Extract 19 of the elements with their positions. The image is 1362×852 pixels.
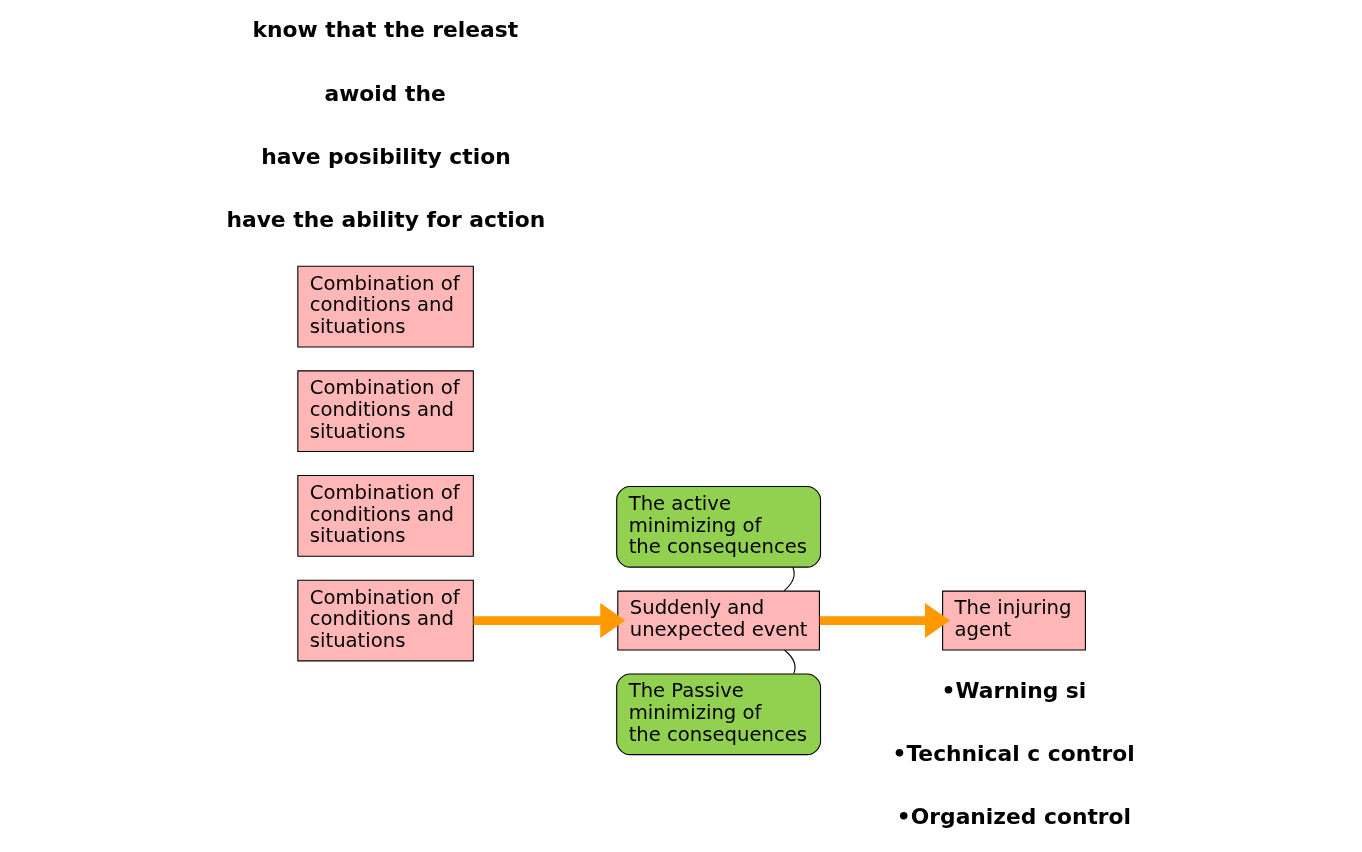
label: know that the releast bbox=[252, 16, 519, 42]
node-box: The active minimizing of the consequences bbox=[616, 485, 822, 568]
label: awoid the bbox=[324, 80, 446, 106]
label: have the ability for action bbox=[226, 206, 546, 232]
node-box: Suddenly and unexpected event bbox=[617, 590, 820, 650]
arrow bbox=[473, 602, 626, 638]
node-box: Combination of conditions and situations bbox=[297, 265, 474, 347]
node-box: Combination of conditions and situations bbox=[297, 474, 474, 557]
label: •Organized control bbox=[896, 803, 1132, 829]
label: •Warning si bbox=[941, 677, 1087, 703]
connector bbox=[783, 566, 795, 591]
label: have posibility ction bbox=[261, 143, 511, 169]
label: •Technical c control bbox=[892, 740, 1135, 766]
node-box: Combination of conditions and situations bbox=[297, 369, 474, 452]
connector bbox=[783, 648, 796, 674]
arrow bbox=[819, 602, 950, 638]
node-box: Combination of conditions and situations bbox=[297, 579, 474, 661]
node-box: The Passive minimizing of the consequences bbox=[616, 672, 822, 755]
node-box: The injuring agent bbox=[942, 590, 1086, 650]
